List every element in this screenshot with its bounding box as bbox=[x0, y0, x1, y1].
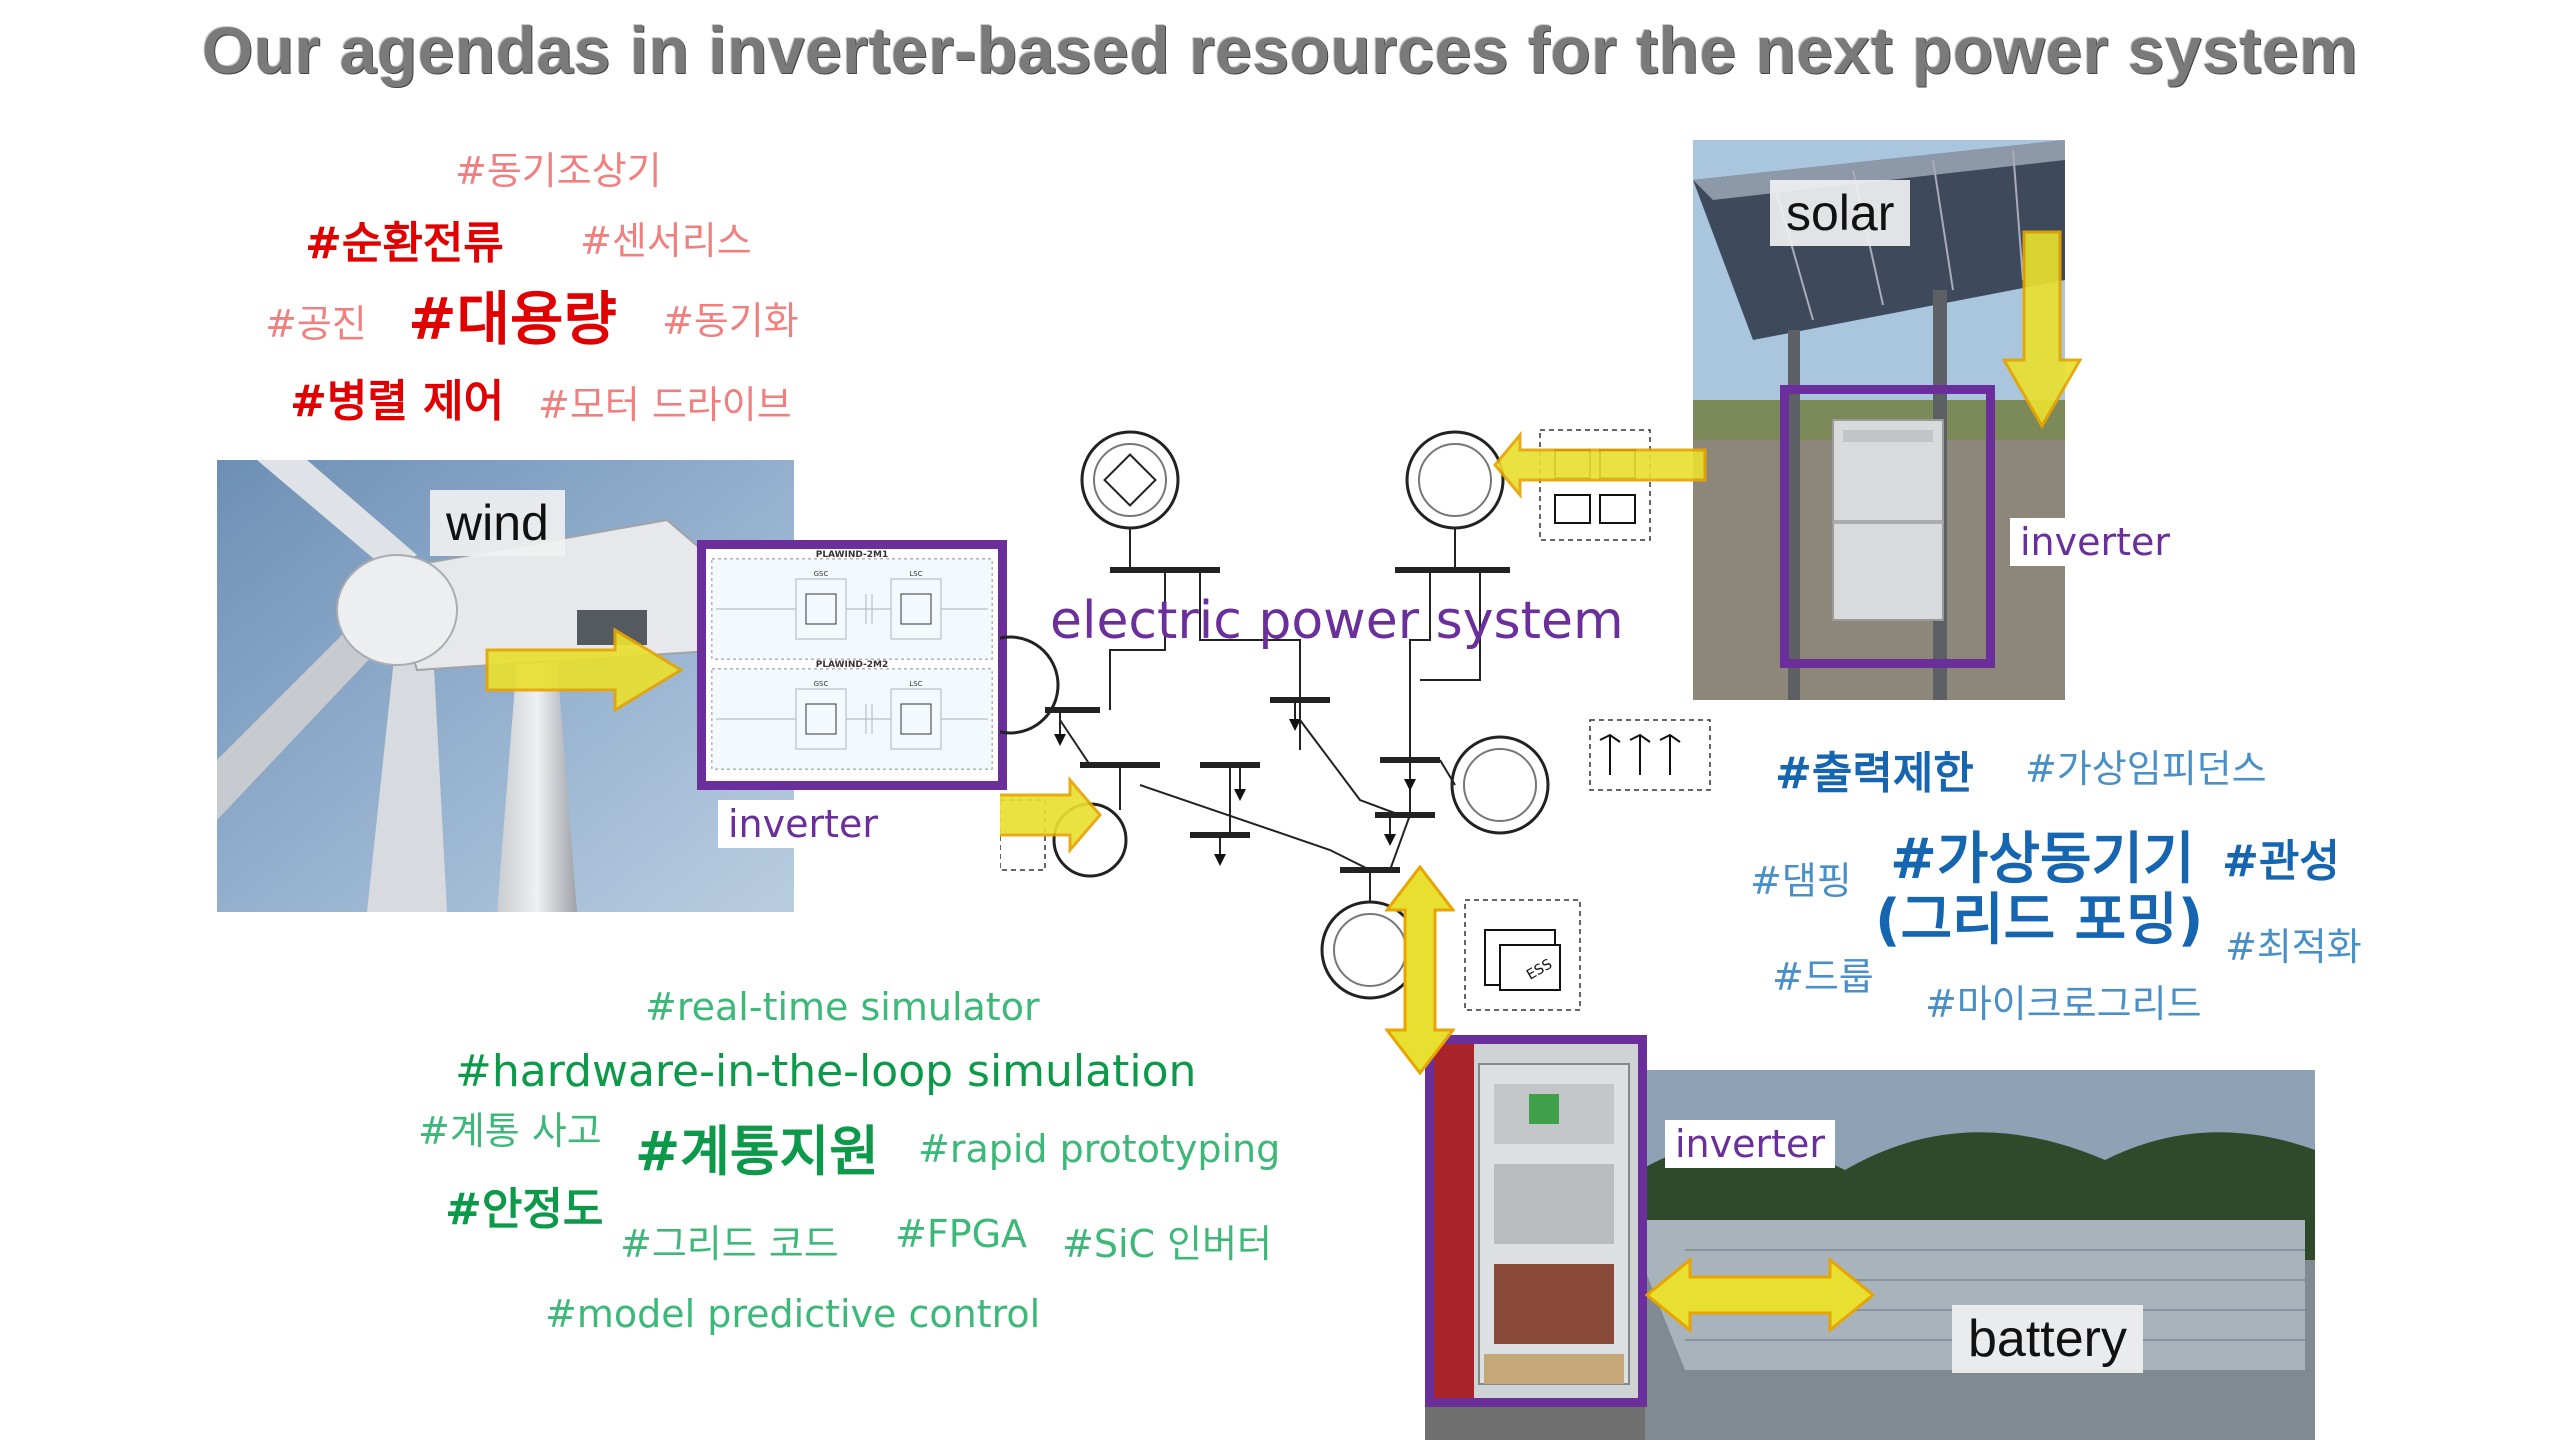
tag-red: #병렬 제어 bbox=[290, 376, 505, 427]
power-system-diagram: ESS bbox=[1000, 429, 1711, 1011]
tag-blue: #가상임피던스 bbox=[2025, 747, 2267, 791]
tag-green: #SiC 인버터 bbox=[1062, 1222, 1273, 1266]
wind-label: wind bbox=[430, 490, 565, 556]
battery-cabinet-arrow bbox=[1645, 1256, 1875, 1334]
battery-grid-arrow bbox=[1385, 865, 1455, 1075]
battery-label: battery bbox=[1952, 1305, 2143, 1373]
tag-red: #모터 드라이브 bbox=[538, 383, 792, 427]
solar-inverter-label: inverter bbox=[2010, 518, 2181, 566]
tag-green: #hardware-in-the-loop simulation bbox=[455, 1046, 1197, 1097]
battery-inverter-box bbox=[1425, 1035, 1647, 1407]
wind-panel-title-1: PLAWIND-2M1 bbox=[816, 550, 889, 560]
tag-blue: #출력제한 bbox=[1775, 748, 1974, 799]
tag-red: #대용량 bbox=[408, 285, 617, 353]
tag-blue: (그리드 포밍) bbox=[1875, 888, 2204, 953]
solar-inverter-box bbox=[1780, 385, 1995, 668]
tag-blue: #드룹 bbox=[1772, 955, 1874, 999]
solar-label: solar bbox=[1770, 180, 1911, 246]
lsc-label-2: LSC bbox=[909, 680, 922, 688]
tag-green: #rapid prototyping bbox=[918, 1127, 1281, 1171]
tag-green: #FPGA bbox=[895, 1212, 1028, 1256]
tag-blue: #관성 bbox=[2222, 836, 2340, 887]
lsc-label-1: LSC bbox=[909, 570, 922, 578]
wind-panel-title-2: PLAWIND-2M2 bbox=[816, 660, 889, 670]
page-title: Our agendas in inverter-based resources … bbox=[201, 13, 2359, 87]
tag-green: #계통 사고 bbox=[418, 1109, 602, 1153]
wind-inverter-label: inverter bbox=[718, 800, 889, 848]
tag-red: #동기화 bbox=[662, 299, 799, 343]
tag-blue: #최적화 bbox=[2225, 925, 2362, 969]
tag-red: #순환전류 bbox=[305, 218, 504, 269]
battery-inverter-label: inverter bbox=[1665, 1120, 1836, 1168]
tag-red: #센서리스 bbox=[580, 219, 752, 263]
gsc-label-1: GSC bbox=[814, 570, 829, 578]
solar-arrow bbox=[2002, 230, 2082, 430]
tag-blue: #마이크로그리드 bbox=[1925, 982, 2202, 1026]
tag-green: #model predictive control bbox=[545, 1292, 1041, 1336]
wind-arrow bbox=[485, 627, 684, 713]
wind-inverter-box: PLAWIND-2M1 PLAWIND-2M2 GSC LSC GSC LSC bbox=[697, 540, 1007, 790]
tag-red: #공진 bbox=[265, 302, 367, 346]
electric-power-system-label: electric power system bbox=[1050, 591, 1624, 651]
tag-green: #그리드 코드 bbox=[620, 1222, 839, 1266]
tag-green: #안정도 bbox=[445, 1184, 604, 1235]
tag-blue: #댐핑 bbox=[1750, 859, 1852, 903]
tag-red: #동기조상기 bbox=[455, 149, 662, 193]
solar-panel-photo bbox=[1693, 140, 2065, 700]
tag-green: #계통지원 bbox=[635, 1120, 879, 1183]
gsc-label-2: GSC bbox=[814, 680, 829, 688]
tag-blue: #가상동기기 bbox=[1890, 827, 2195, 892]
tag-green: #real-time simulator bbox=[645, 985, 1040, 1029]
